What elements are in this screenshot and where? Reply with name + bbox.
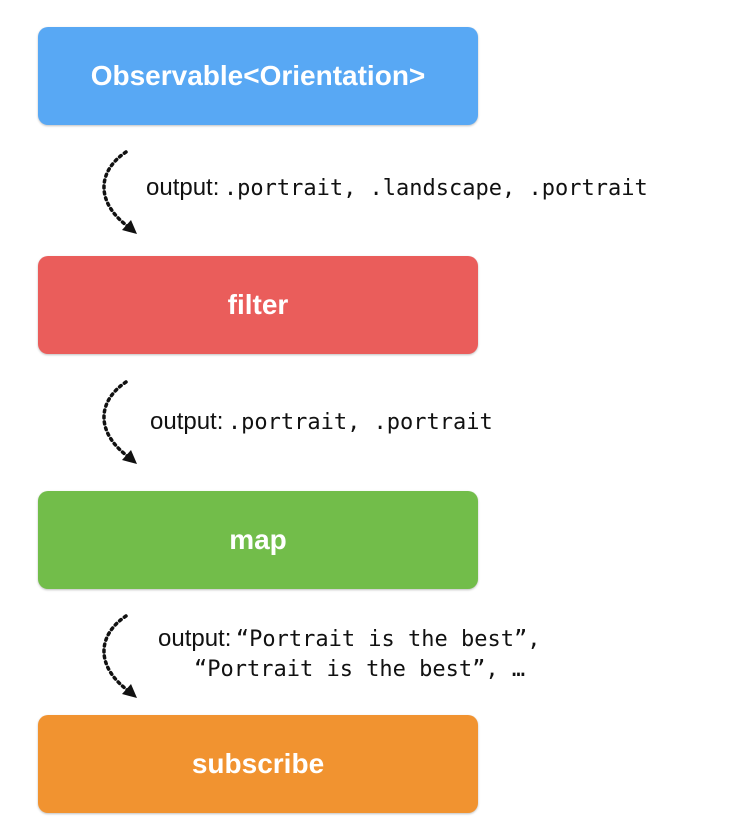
curved-dotted-arrow-icon — [102, 614, 137, 698]
output-values: .portrait, .landscape, .portrait — [223, 176, 648, 201]
subscribe-input-output-continued: “Portrait is the best”, … — [194, 657, 525, 682]
subscribe-box: subscribe — [38, 715, 478, 813]
output-label: output: — [158, 625, 232, 652]
observable-box-label: Observable<Orientation> — [90, 60, 426, 91]
output-values: .portrait, .portrait — [227, 410, 493, 435]
output-values-line-1: “Portrait is the best”, — [235, 627, 541, 652]
observable-box: Observable<Orientation> — [38, 27, 478, 125]
curved-dotted-arrow-icon — [102, 150, 137, 234]
filter-input-output: output: .portrait, .landscape, .portrait — [146, 174, 648, 202]
filter-box: filter — [38, 256, 478, 354]
map-input-output: output: .portrait, .portrait — [150, 408, 493, 436]
map-box-label: map — [229, 524, 287, 555]
output-label: output: — [146, 174, 220, 201]
map-box: map — [38, 491, 478, 589]
output-values-line-2: “Portrait is the best”, … — [194, 657, 526, 682]
output-label: output: — [150, 408, 224, 435]
curved-dotted-arrow-icon — [102, 380, 137, 464]
subscribe-input-output: output: “Portrait is the best”, — [158, 625, 541, 653]
subscribe-box-label: subscribe — [191, 748, 325, 779]
filter-box-label: filter — [227, 289, 289, 320]
